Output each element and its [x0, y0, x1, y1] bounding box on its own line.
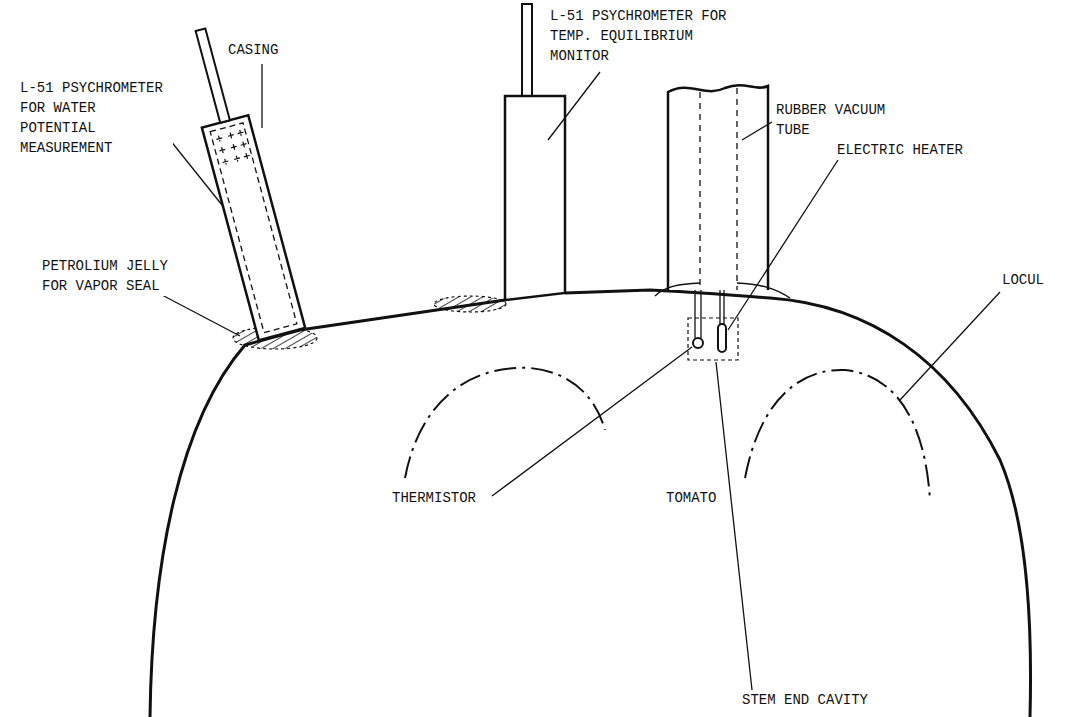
- part-label: TOMATO: [664, 488, 727, 508]
- part-label: PETROLIUM JELLY FOR VAPOR SEAL: [40, 256, 178, 296]
- part-label: ELECTRIC HEATER: [835, 140, 973, 160]
- tomato-outline: [150, 290, 1031, 717]
- locul-outline: [745, 370, 930, 500]
- part-label: RUBBER VACUUM TUBE: [774, 100, 896, 140]
- part-label: STEM END CAVITY: [740, 690, 878, 710]
- part-label: L-51 PSYCHROMETER FOR WATER POTENTIAL ME…: [18, 78, 173, 158]
- water-psychrometer: [177, 24, 305, 341]
- wires: [695, 290, 724, 338]
- part-label: THERMISTOR: [390, 488, 486, 508]
- part-label: CASING: [226, 40, 297, 60]
- part-label: LOCUL: [1000, 270, 1054, 290]
- heater: [718, 324, 726, 352]
- jelly-seal: [434, 296, 506, 312]
- part-label: L-51 PSYCHROMETER FOR TEMP. EQUILIBRIUM …: [548, 6, 737, 66]
- thermistor: [693, 338, 703, 348]
- locul-outline: [405, 368, 605, 478]
- leader-lines: [162, 64, 1000, 690]
